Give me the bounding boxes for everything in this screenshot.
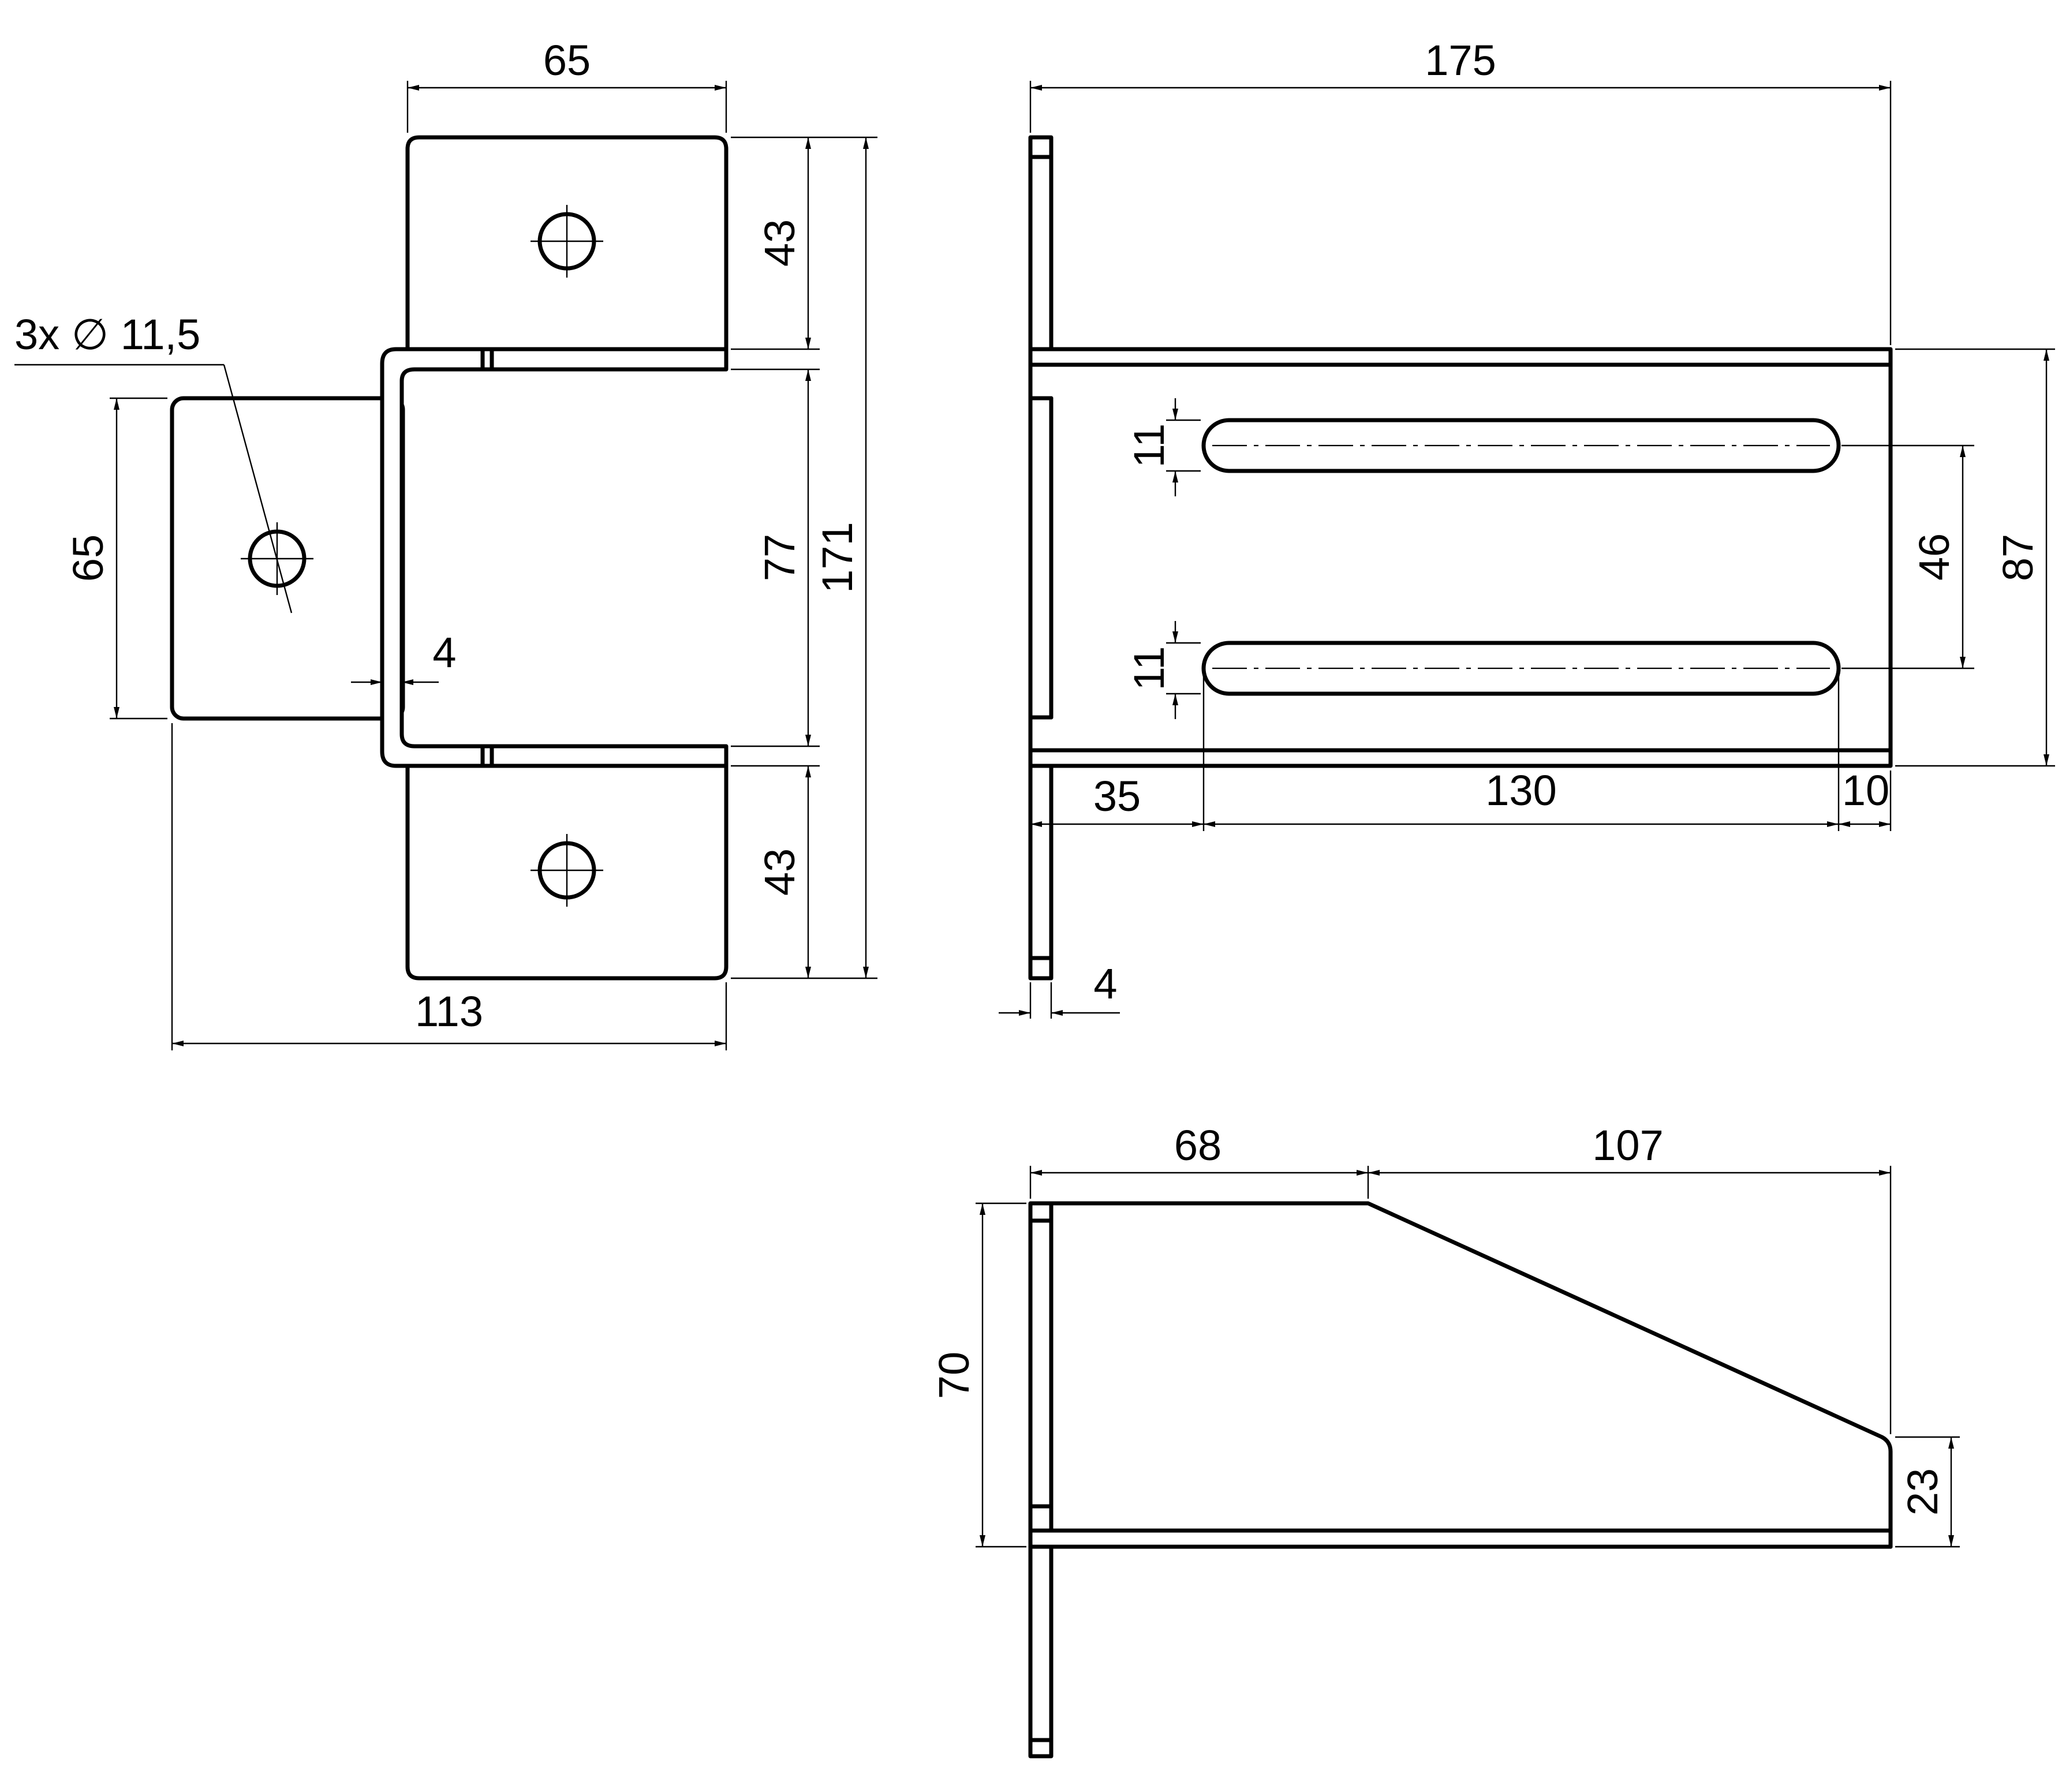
dim-plate-thickness: 4 (999, 960, 1120, 1019)
dim-slot-positions: 35 130 10 (1029, 675, 1892, 831)
side-flange (1028, 1528, 1893, 1549)
dim-label: 65 (543, 36, 591, 84)
hole-callout-label: 3x ∅ 11,5 (14, 310, 200, 358)
lower-tab (405, 761, 729, 981)
dim-label: 113 (415, 987, 483, 1035)
slot-lower (1201, 641, 1841, 696)
hole-lower (531, 834, 603, 907)
bend-marks (480, 347, 494, 768)
dim-label: 175 (1425, 36, 1496, 84)
flange (1028, 347, 1893, 768)
dim-thickness: 4 (351, 628, 457, 685)
dim-label: 23 (1899, 1468, 1947, 1516)
dim-label: 68 (1174, 1121, 1221, 1169)
dim-flange-height: 87 (1895, 348, 2055, 767)
dim-label: 130 (1485, 766, 1556, 814)
u-channel (380, 347, 729, 768)
side-view: 68 107 70 23 (930, 1121, 1960, 1759)
tapered-gusset (1049, 1201, 1893, 1549)
dim-height: 70 (930, 1202, 1026, 1548)
dim-label: 10 (1842, 766, 1889, 814)
dim-top-width: 65 (406, 36, 727, 133)
top-view: 175 11 11 46 87 (999, 36, 2055, 1019)
dim-label: 70 (930, 1352, 978, 1399)
dim-label: 11 (1125, 424, 1173, 468)
dim-label: 4 (1093, 960, 1117, 1008)
dim-label: 35 (1093, 772, 1141, 820)
dim-label: 171 (813, 522, 861, 593)
dim-label: 65 (64, 534, 112, 582)
side-back-plate (1028, 1201, 1054, 1759)
dim-label: 43 (756, 848, 804, 896)
dim-slot-spacing: 46 (1841, 444, 1974, 669)
dim-label: 4 (432, 628, 456, 676)
dim-label: 11 (1125, 646, 1173, 691)
dim-length: 175 (1029, 36, 1892, 345)
hole-upper (531, 205, 603, 278)
dim-label: 46 (1910, 533, 1958, 581)
dim-left-tab-height: 65 (64, 397, 167, 720)
dim-right-stack: 43 77 171 43 (731, 136, 877, 979)
dim-slot-width-lower: 11 (1125, 621, 1201, 719)
hole-callout: 3x ∅ 11,5 (14, 310, 293, 613)
dim-slot-width-upper: 11 (1125, 398, 1201, 496)
dim-end-height: 23 (1895, 1436, 1960, 1548)
upper-tab (405, 135, 729, 356)
front-view: 65 43 77 171 43 65 (14, 36, 877, 1050)
dim-label: 77 (756, 534, 804, 581)
dim-label: 107 (1592, 1121, 1663, 1169)
dim-total-width: 113 (171, 723, 727, 1050)
slot-upper (1201, 418, 1841, 473)
dim-label: 43 (756, 219, 804, 267)
dim-top-segments: 68 107 (1029, 1121, 1892, 1434)
dim-label: 87 (1994, 534, 2042, 581)
